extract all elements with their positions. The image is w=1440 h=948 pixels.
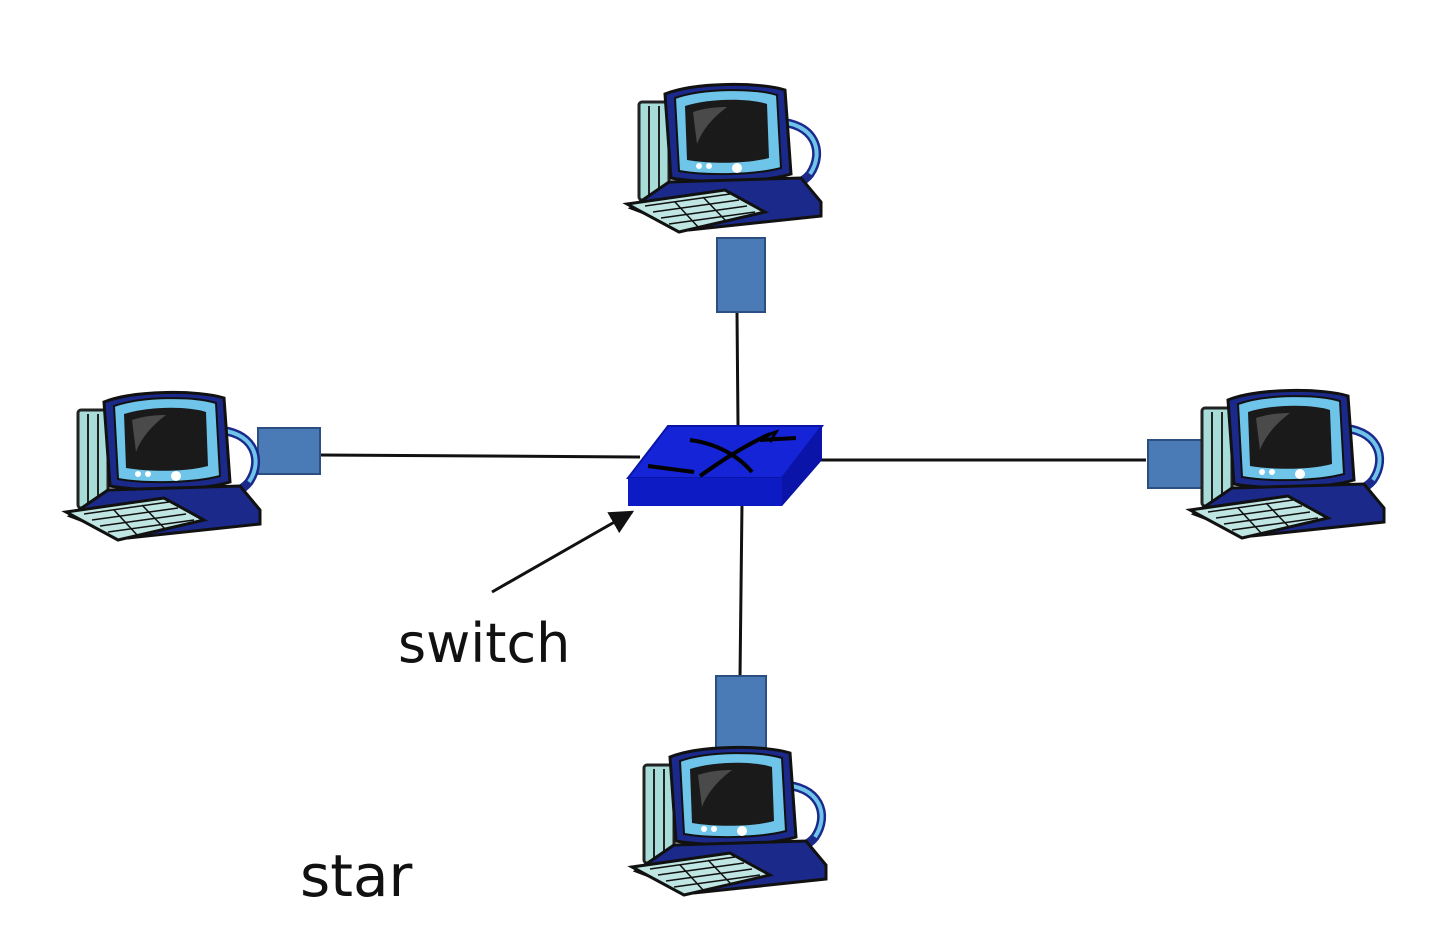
links — [319, 311, 1146, 679]
link-top — [735, 311, 740, 426]
desktop-computer-icon — [627, 84, 821, 232]
topology-label: star — [300, 842, 413, 910]
link-bottom — [738, 502, 744, 679]
desktop-computer-icon — [1190, 390, 1384, 538]
adapter-left — [257, 427, 321, 475]
adapter-top — [716, 237, 766, 313]
adapters — [257, 237, 1215, 749]
link-left — [319, 453, 641, 459]
switch-icon — [625, 425, 825, 506]
switch-label: switch — [398, 612, 570, 675]
desktop-computer-icon — [66, 392, 260, 540]
adapter-bottom — [715, 675, 767, 749]
desktop-computer-icon — [632, 747, 826, 895]
switch-callout-arrow — [491, 510, 635, 594]
